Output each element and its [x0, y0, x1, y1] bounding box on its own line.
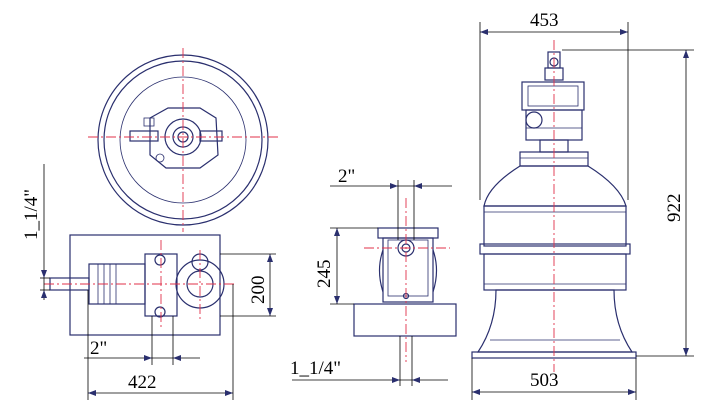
plan-dimensions: 1_1/4" 200 2" 422 — [21, 164, 276, 400]
plan-width-label: 422 — [128, 372, 157, 393]
front-view — [471, 40, 637, 372]
plan-pipe-label: 2" — [90, 338, 107, 359]
plan-view — [44, 234, 236, 336]
side-bottom-pipe-label: 1_1/4" — [290, 358, 341, 379]
top-view — [88, 48, 278, 232]
side-height-label: 245 — [314, 260, 335, 289]
inlet-left-label: 1_1/4" — [21, 189, 42, 240]
side-dimensions: 2" 245 1_1/4" — [290, 166, 452, 386]
base-width-label: 503 — [530, 370, 559, 391]
plan-depth-label: 200 — [248, 276, 269, 305]
side-pipe-label: 2" — [338, 166, 355, 187]
side-view — [353, 198, 457, 362]
top-width-label: 453 — [530, 10, 559, 31]
height-label: 922 — [664, 194, 685, 223]
front-dimensions: 453 922 503 — [471, 10, 694, 400]
